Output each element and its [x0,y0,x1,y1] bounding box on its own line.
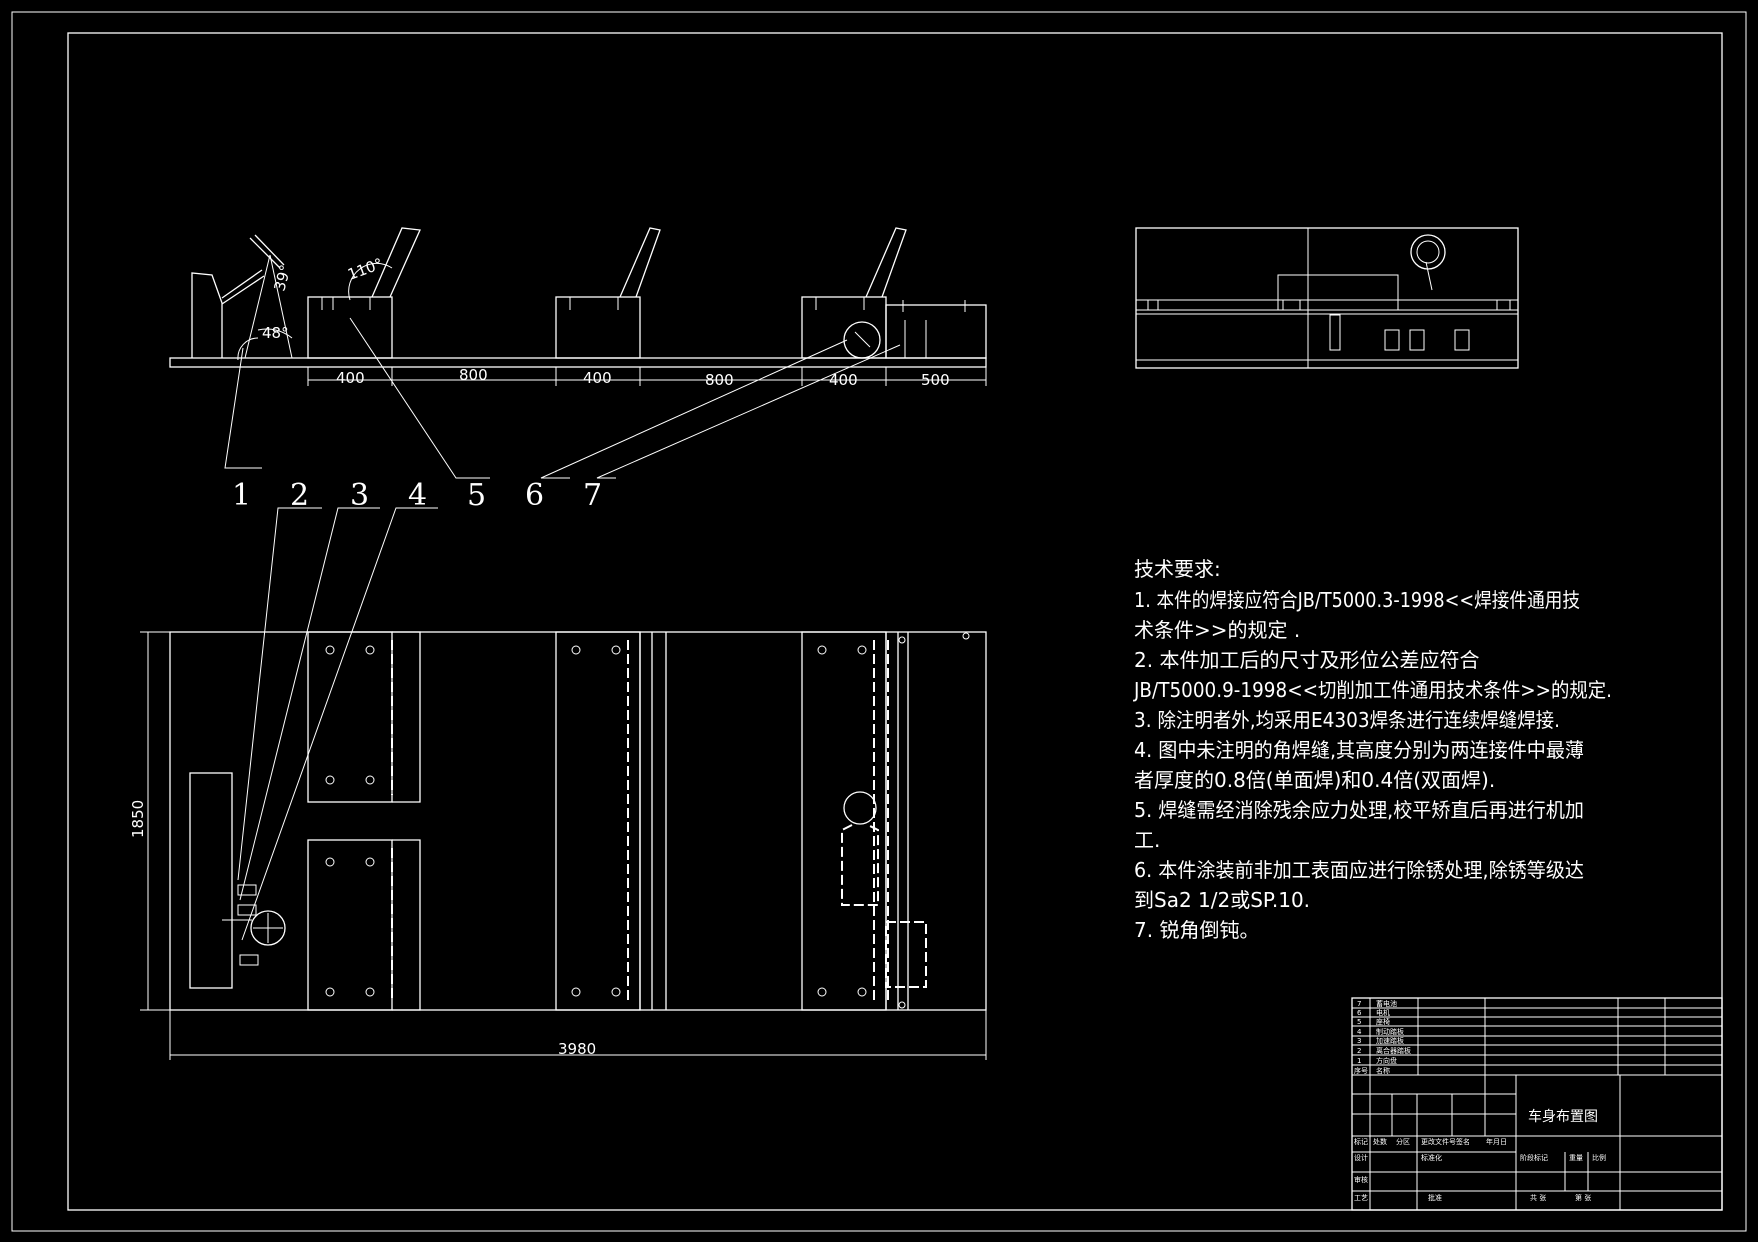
side-view: 400 800 400 800 400 500 110° 39° 48° [169,227,987,479]
callout-3: 3 [350,478,369,513]
plan-length: 3980 [558,1040,596,1058]
part-name-7: 蓄电池 [1376,999,1397,1008]
part-name-6: 电机 [1376,1008,1390,1017]
label-approve: 批准 [1428,1193,1442,1202]
technical-requirements: 技术要求: 1. 本件的焊接应符合JB/T5000.3-1998<<焊接件通用技… [1132,557,1612,942]
callout-5: 5 [467,478,486,513]
front-view [1135,227,1519,369]
title-block: 7 蓄电池 6 电机 5 座椅 4 制动踏板 3 加速踏板 2 离合器踏板 1 … [1351,997,1723,1211]
angle-39: 39° [270,263,294,293]
label-weight: 重量 [1569,1154,1583,1162]
label-process: 工艺 [1354,1194,1368,1202]
dim-seg-3: 400 [583,369,612,387]
label-standard: 标准化 [1421,1153,1442,1162]
tech-line-2: 术条件>>的规定 . [1134,618,1300,642]
label-stage: 阶段标记 [1520,1153,1548,1162]
part-no-6: 6 [1357,1009,1362,1017]
tech-line-3: 2. 本件加工后的尺寸及形位公差应符合 [1134,648,1479,672]
dim-seg-2: 800 [459,366,488,384]
callout-1: 1 [232,478,251,513]
plan-width: 1850 [129,800,147,838]
part-no-3: 3 [1357,1037,1361,1045]
callout-7: 7 [583,478,602,513]
label-design: 设计 [1354,1153,1368,1162]
drawing-title: 车身布置图 [1528,1108,1598,1125]
tech-line-7: 者厚度的0.8倍(单面焊)和0.4倍(双面焊). [1134,768,1495,792]
dim-seg-1: 400 [336,369,365,387]
tech-line-9: 工. [1134,828,1160,852]
label-zone: 分区 [1396,1137,1410,1146]
outer-border [11,11,1747,1232]
part-name-5: 座椅 [1376,1017,1390,1026]
label-scale: 比例 [1592,1153,1606,1162]
part-no-4: 4 [1357,1028,1362,1036]
tech-line-8: 5. 焊缝需经消除残余应力处理,校平矫直后再进行机加 [1134,798,1584,822]
callout-2: 2 [290,478,309,513]
angle-48: 48° [262,324,289,342]
part-name-3: 加速踏板 [1376,1036,1404,1045]
dim-seg-6: 500 [921,371,950,389]
header-no: 序号 [1354,1066,1368,1075]
tech-line-5: 3. 除注明者外,均采用E4303焊条进行连续焊缝焊接. [1134,708,1560,732]
part-no-1: 1 [1357,1057,1361,1065]
part-no-7: 7 [1357,1000,1361,1008]
tech-line-4: JB/T5000.9-1998<<切削加工件通用技术条件>>的规定. [1132,678,1612,702]
plan-view [140,631,987,1060]
dim-seg-4: 800 [705,371,734,389]
label-sheet-total: 共 张 [1530,1193,1546,1202]
part-name-4: 制动踏板 [1376,1027,1404,1036]
label-sign: 签名 [1456,1137,1470,1146]
label-review: 审核 [1354,1175,1368,1184]
callout-6: 6 [525,478,544,513]
label-date: 年月日 [1486,1137,1507,1146]
tech-line-12: 7. 锐角倒钝。 [1134,918,1259,942]
inner-border [67,32,1723,1211]
label-change: 更改文件号 [1421,1137,1456,1146]
tech-line-10: 6. 本件涂装前非加工表面应进行除锈处理,除锈等级达 [1134,858,1584,882]
part-name-1: 方向盘 [1376,1056,1397,1065]
tech-line-6: 4. 图中未注明的角焊缝,其高度分别为两连接件中最薄 [1134,738,1584,762]
label-sheet-no: 第 张 [1575,1193,1591,1202]
tech-heading: 技术要求: [1134,557,1221,581]
dim-seg-5: 400 [829,371,858,389]
label-mark: 标记 [1354,1137,1368,1146]
part-no-5: 5 [1357,1018,1361,1026]
tech-line-1: 1. 本件的焊接应符合JB/T5000.3-1998<<焊接件通用技 [1134,588,1580,612]
part-name-2: 离合器踏板 [1376,1046,1411,1055]
tech-line-11: 到Sa2 1/2或SP.10. [1134,888,1310,912]
callout-4: 4 [408,478,427,513]
header-name: 名称 [1376,1066,1390,1075]
part-no-2: 2 [1357,1047,1361,1055]
label-count: 处数 [1373,1137,1387,1146]
